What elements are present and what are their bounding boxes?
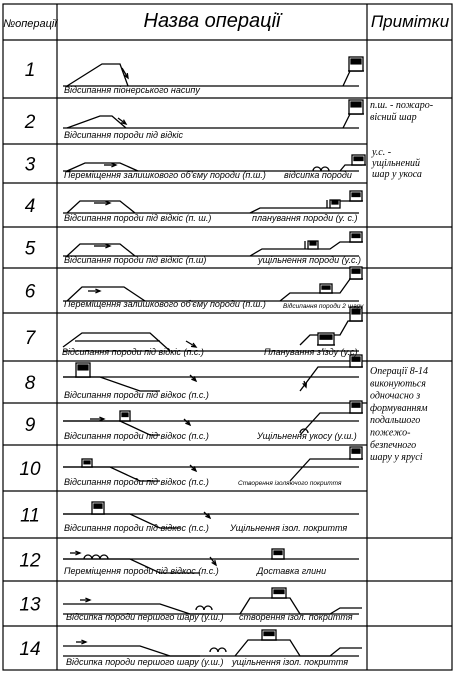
column-header-number: №операції	[3, 18, 58, 30]
operation-caption: Відсипання породи під відкіс (п. ш.)	[64, 213, 211, 223]
operation-caption: створення ізол. покриття	[239, 612, 353, 622]
note-line: подальшого	[370, 415, 420, 426]
operation-caption: планування породи (у. с.)	[252, 213, 358, 223]
note-line: шар у укоса	[372, 169, 422, 180]
operation-number: 6	[25, 282, 36, 303]
operation-number: 11	[20, 506, 40, 527]
operation-number: 10	[19, 459, 41, 480]
column-header-name: Назва операції	[144, 10, 283, 32]
operation-caption: Планування з'їзду (у.с)	[264, 347, 358, 357]
note-line: у.с. -	[371, 147, 391, 158]
operation-number: 8	[25, 373, 36, 394]
note-line: ущільнений	[371, 158, 420, 169]
column-header-notes: Примітки	[371, 12, 450, 31]
note-line: виконуються	[370, 378, 426, 389]
operation-caption: Відсипання породи під відкіс (п.с.)	[62, 347, 204, 357]
note-line: одночасно з	[370, 391, 420, 402]
operation-number: 3	[25, 155, 36, 176]
operation-caption: Переміщення породи під відкос (п.с.)	[64, 566, 219, 576]
note-line: Операції 8-14	[370, 366, 428, 377]
operation-caption: Відсипання породи під відкос (п.с.)	[64, 431, 209, 441]
note-line: формуванням	[370, 403, 428, 414]
note-line: пожежо-	[370, 428, 411, 439]
note-line: п.ш. - пожаро-	[370, 100, 433, 111]
operation-caption: Доставка глини	[256, 566, 326, 576]
operation-caption: Відсипання породи під відкос (п.с.)	[64, 390, 209, 400]
operation-caption: Ущільнення ізол. покриття	[229, 523, 347, 533]
operation-caption: Створення ізоляючого покриття	[238, 479, 342, 487]
operation-number: 12	[19, 551, 41, 572]
operation-caption: Відсипання породи 2 шару	[283, 302, 364, 310]
operation-number: 7	[25, 328, 37, 349]
operation-caption: Відсипання породи під відкіс (п.ш)	[64, 255, 206, 265]
note-line: безпечного	[370, 440, 416, 451]
operation-caption: Ущільнення укосу (у.ш.)	[256, 431, 357, 441]
operation-number: 5	[25, 239, 36, 260]
operation-caption: Відсипання породи під відкіс	[64, 130, 183, 140]
operation-caption: ущільнення породи (у.с.)	[257, 255, 361, 265]
operation-caption: Переміщення залишкового об'єму породи (п…	[64, 170, 266, 180]
operation-number: 13	[19, 595, 41, 616]
operation-number: 14	[19, 639, 40, 660]
operation-caption: ущільнення ізол. покриття	[231, 657, 348, 667]
note-line: вісний шар	[370, 112, 417, 123]
operation-number: 9	[25, 415, 36, 436]
operation-number: 2	[24, 112, 36, 133]
operation-caption: Відсипання піонерського насипу	[64, 85, 200, 95]
table-border	[2, 3, 453, 671]
operation-caption: Відсипання породи під відкос (п.с.)	[64, 477, 209, 487]
operation-caption: відсипка породи	[284, 170, 352, 180]
operation-caption: Відсипка породи першого шару (у.ш.)	[66, 612, 223, 622]
operation-caption: Переміщення залишкового об'єму породи (п…	[64, 299, 266, 309]
operation-caption: Відсипання породи під відкос (п.с.)	[64, 523, 209, 533]
operation-caption: Відсипка породи першого шару (у.ш.)	[66, 657, 223, 667]
operation-number: 1	[25, 60, 36, 81]
operation-number: 4	[25, 196, 36, 217]
note-line: шару у ярусі	[370, 452, 423, 463]
